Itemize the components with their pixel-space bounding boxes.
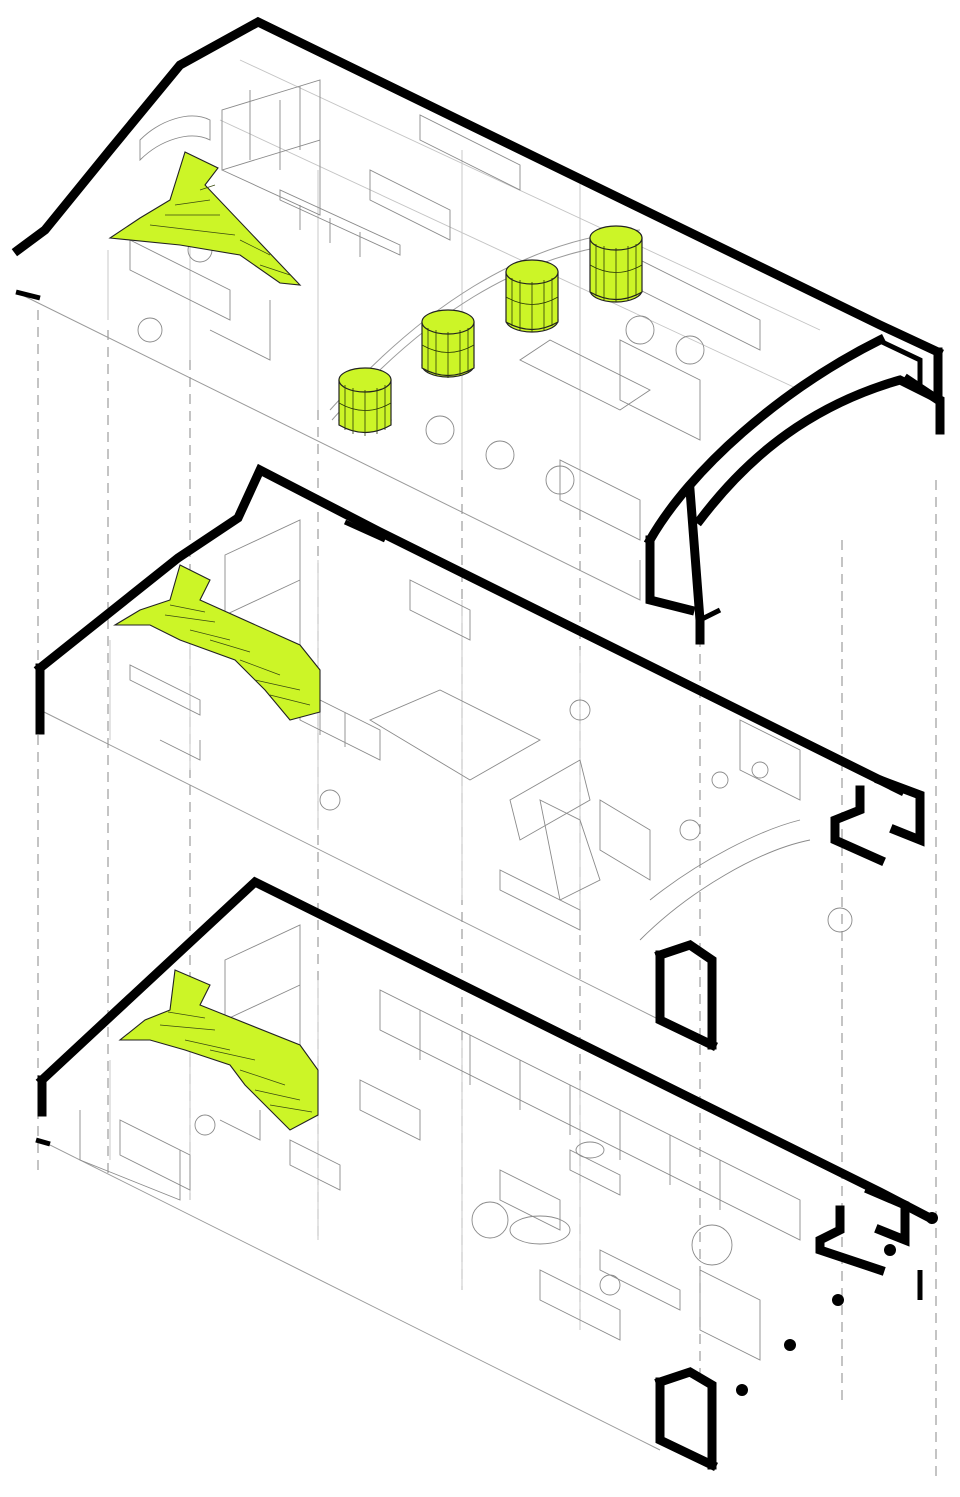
pod-1 [338, 367, 392, 436]
alignment-guides [37, 310, 937, 1480]
top-floor-green-stair [108, 151, 302, 286]
top-floor-pods [329, 225, 643, 436]
bottom-floor-green-stair [118, 969, 319, 1131]
pod-2 [421, 309, 475, 378]
bottom-floor-columns [736, 1212, 938, 1396]
bottom-floor-interior [39, 924, 801, 1451]
bottom-floor-walls [35, 876, 937, 1472]
middle-floor [33, 463, 925, 1052]
middle-floor-green-stair [113, 564, 321, 721]
top-floor-interior [15, 59, 821, 601]
pod-4 [589, 225, 643, 303]
top-floor [11, 16, 945, 645]
bottom-floor [35, 876, 938, 1472]
top-floor-walls [11, 16, 945, 645]
middle-floor-interior [39, 519, 853, 1021]
middle-floor-walls [33, 463, 925, 1052]
pod-3 [505, 259, 559, 333]
